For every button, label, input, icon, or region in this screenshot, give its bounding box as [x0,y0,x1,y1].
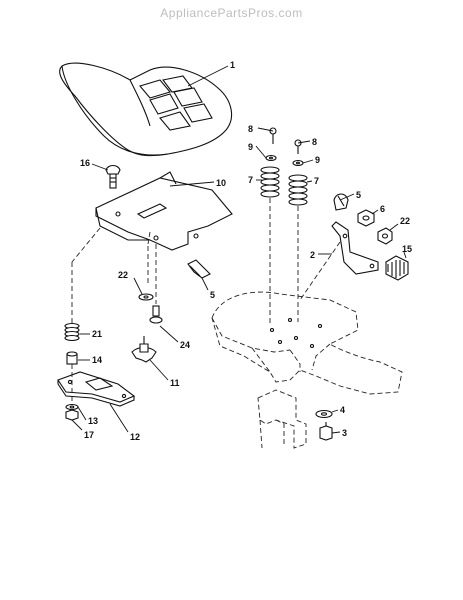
callout-24: 22 [118,270,128,280]
callout-17: 17 [84,430,94,440]
seat [59,62,233,157]
washer-24 [138,293,154,301]
nut-6 [357,209,375,227]
tractor-frame [211,291,403,449]
callout-2: 2 [310,250,315,260]
seat-pan [95,171,233,251]
spring-7a [260,166,280,198]
screw-8b [294,139,302,154]
slide-plate [57,371,136,407]
leader-lines [71,65,407,434]
spring-16 [64,322,80,342]
callout-8b: 8 [312,137,317,147]
watermark: AppliancePartsPros.com [160,6,303,20]
callout-22: 22 [400,216,410,226]
callout-6: 6 [380,204,385,214]
callout-7b: 7 [314,176,319,186]
callout-12: 12 [130,432,140,442]
bolt-25 [149,305,163,324]
spring-7b [288,174,308,206]
washer-9a [265,154,277,162]
callout-9a: 9 [248,142,253,152]
callout-21: 15 [402,244,412,254]
knob-11 [131,336,157,363]
callout-3: 3 [342,428,347,438]
callout-14: 16 [80,158,90,168]
knob-21 [385,255,409,281]
assembly-lines [71,198,341,326]
callout-13: 13 [88,416,98,426]
callout-15: 14 [92,355,102,365]
callout-9b: 9 [315,155,320,165]
mounting-bracket [331,221,379,275]
nut-22 [377,227,393,245]
callout-4: 4 [340,405,345,415]
callouts: 1 10 16 5 5 8 8 9 9 7 7 2 6 22 15 22 24 … [80,60,412,442]
callout-5b: 5 [356,190,361,200]
callout-25: 24 [180,340,190,350]
callout-7a: 7 [248,175,253,185]
bushing-15 [66,351,78,365]
washer-4 [315,409,333,419]
callout-1: 1 [230,60,235,70]
callout-11: 11 [170,378,180,388]
callout-8a: 8 [248,124,253,134]
nut-17 [65,409,79,421]
callout-5a: 5 [210,290,215,300]
washer-13 [65,403,79,411]
washer-9b [292,159,304,167]
bolt-14 [105,164,121,189]
callout-10: 10 [216,178,226,188]
clip-5b [333,193,349,211]
clip-5a [187,259,211,279]
bolt-3 [319,422,333,441]
callout-16: 21 [92,329,102,339]
